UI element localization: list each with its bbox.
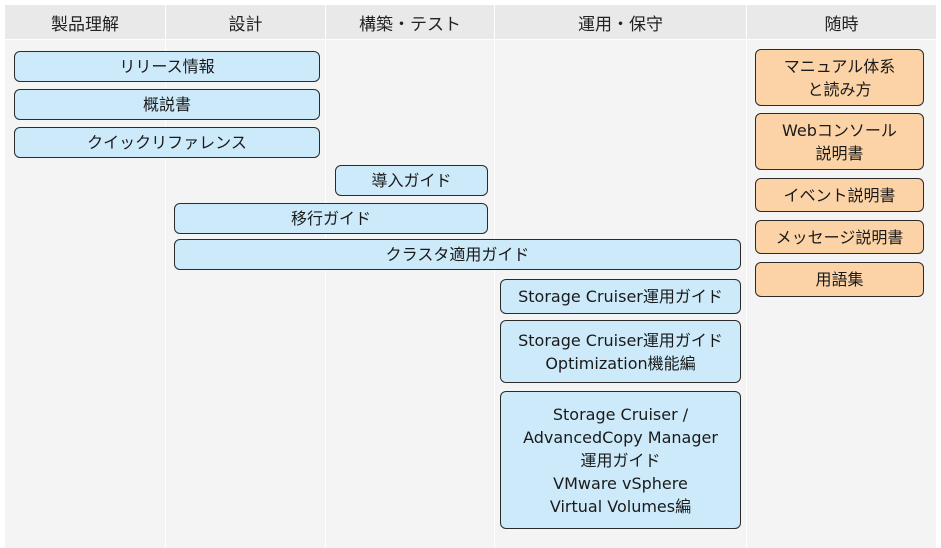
manual-glossary[interactable]: 用語集 xyxy=(755,262,924,297)
manual-cluster-guide[interactable]: クラスタ適用ガイド xyxy=(174,239,741,270)
manual-quick-reference[interactable]: クイックリファレンス xyxy=(14,127,320,158)
manual-message-guide[interactable]: メッセージ説明書 xyxy=(755,220,924,254)
manual-sc-ops-guide[interactable]: Storage Cruiser運用ガイド xyxy=(500,279,741,314)
column-bg-build xyxy=(326,40,494,548)
manual-migration-guide[interactable]: 移行ガイド xyxy=(174,203,488,234)
header-design: 設計 xyxy=(166,5,325,39)
manual-sc-vvol-guide[interactable]: Storage Cruiser / AdvancedCopy Manager 運… xyxy=(500,391,741,529)
manual-overview[interactable]: 概説書 xyxy=(14,89,320,120)
column-bg-understand xyxy=(5,40,165,548)
header-anytime: 随時 xyxy=(747,5,936,39)
manual-system-guide[interactable]: マニュアル体系 と読み方 xyxy=(755,49,924,106)
manual-install-guide[interactable]: 導入ガイド xyxy=(335,165,488,196)
header-operate: 運用・保守 xyxy=(495,5,746,39)
column-bg-design xyxy=(166,40,325,548)
header-understand: 製品理解 xyxy=(5,5,165,39)
manual-event-guide[interactable]: イベント説明書 xyxy=(755,178,924,212)
manual-web-console[interactable]: Webコンソール 説明書 xyxy=(755,113,924,170)
header-build: 構築・テスト xyxy=(326,5,494,39)
manual-release-info[interactable]: リリース情報 xyxy=(14,51,320,82)
manual-sc-opt-guide[interactable]: Storage Cruiser運用ガイド Optimization機能編 xyxy=(500,320,741,383)
